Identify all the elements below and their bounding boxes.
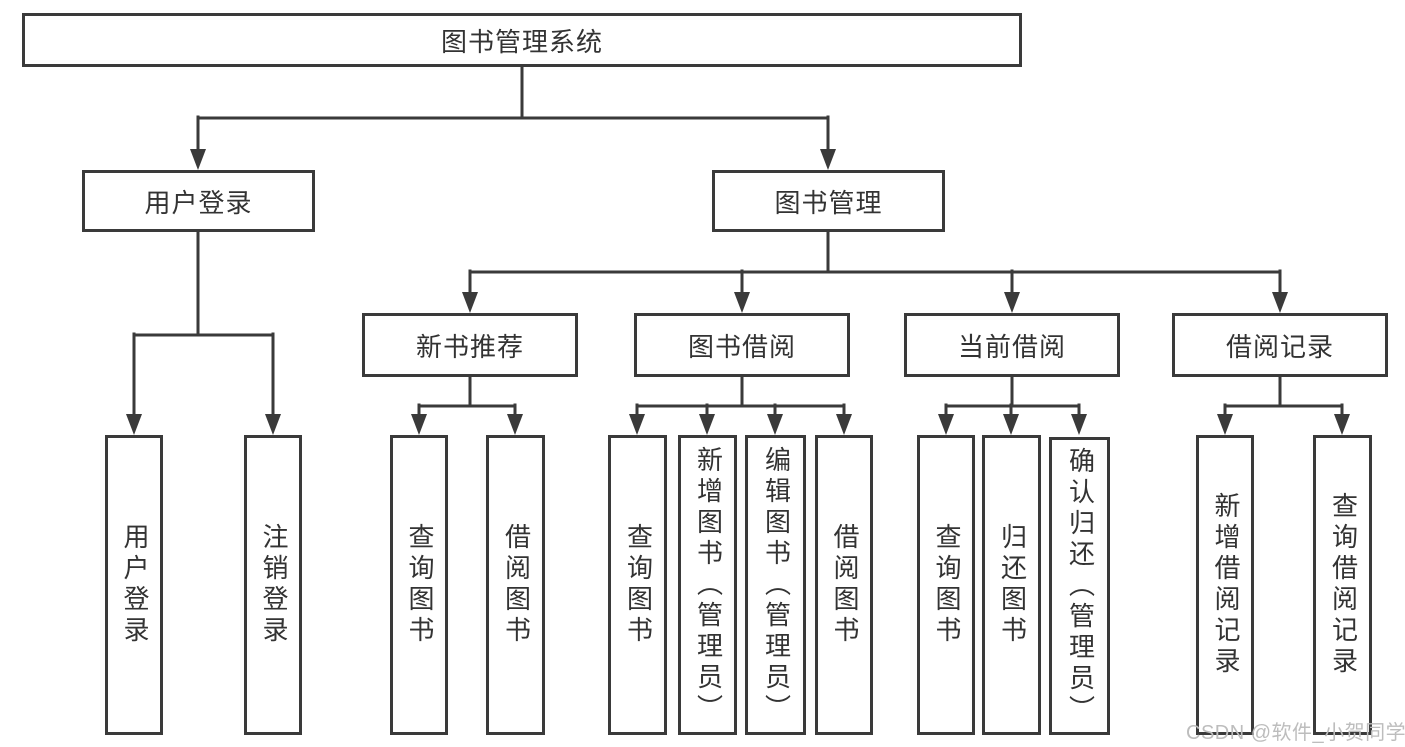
leaf-current-return-book: 归还图书 [982,435,1041,735]
leaf-record-query-borrow-record: 查询借阅记录 [1313,435,1372,735]
leaf-recommend-query-book: 查询图书 [390,435,448,735]
leaf-current-query-book: 查询图书 [917,435,975,735]
node-new-book-recommend: 新书推荐 [362,313,578,377]
leaf-borrow-query-book: 查询图书 [608,435,667,735]
leaf-logout-login: 注销登录 [244,435,302,735]
leaf-borrow-add-book-admin: 新增图书（管理员） [678,435,737,735]
node-user-login: 用户登录 [82,170,315,232]
leaf-current-confirm-return-admin: 确认归还（管理员） [1049,437,1110,735]
node-book-borrow: 图书借阅 [634,313,850,377]
watermark: CSDN @软件_小贺同学 [1186,722,1405,744]
leaf-borrow-borrow-book: 借阅图书 [815,435,873,735]
leaf-record-add-borrow-record: 新增借阅记录 [1196,435,1254,735]
node-borrow-record: 借阅记录 [1172,313,1388,377]
leaf-recommend-borrow-book: 借阅图书 [486,435,545,735]
node-current-borrow: 当前借阅 [904,313,1120,377]
node-book-management: 图书管理 [712,170,945,232]
leaf-user-login: 用户登录 [105,435,163,735]
leaf-borrow-edit-book-admin: 编辑图书（管理员） [745,435,806,735]
node-root: 图书管理系统 [22,13,1022,67]
